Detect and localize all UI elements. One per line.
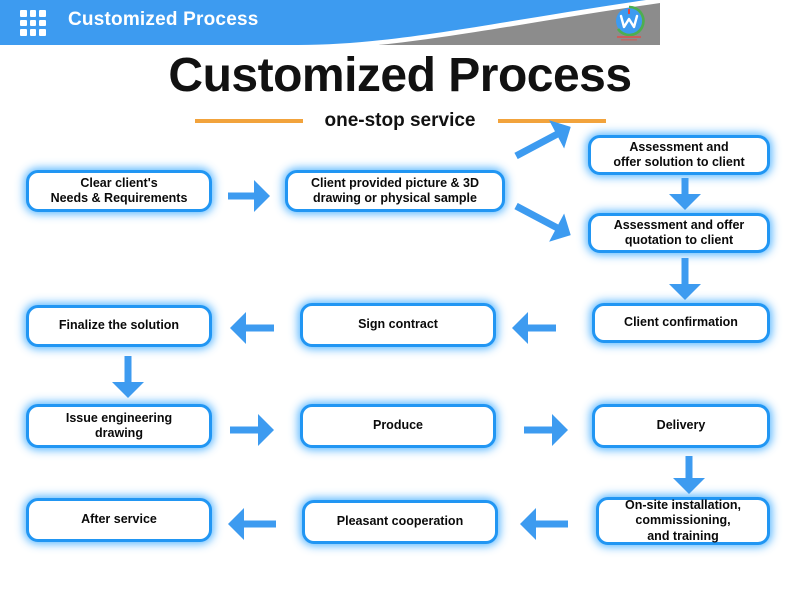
grid-menu-icon[interactable] (20, 10, 46, 36)
flow-node-assessment-quotation[interactable]: Assessment and offer quotation to client (588, 213, 770, 253)
arrow-quotation-to-confirmation (669, 258, 701, 300)
arrow-produce-to-delivery (524, 414, 568, 446)
arrow-drawing-to-produce (230, 414, 274, 446)
arrow-contract-to-finalize (230, 312, 274, 344)
flow-node-issue-drawing[interactable]: Issue engineering drawing (26, 404, 212, 448)
flow-node-assessment-solution[interactable]: Assessment and offer solution to client (588, 135, 770, 175)
arrow-cooperation-to-after (228, 508, 276, 540)
flow-node-produce[interactable]: Produce (300, 404, 496, 448)
flow-node-clear-needs[interactable]: Clear client's Needs & Requirements (26, 170, 212, 212)
app-header-bar: Customized Process (0, 0, 660, 45)
flow-node-finalize-solution[interactable]: Finalize the solution (26, 305, 212, 347)
flow-node-delivery[interactable]: Delivery (592, 404, 770, 448)
grid-cell (39, 19, 46, 27)
grid-cell (29, 10, 37, 17)
subtitle-text: one-stop service (324, 110, 476, 131)
arrow-confirmation-to-contract (512, 312, 556, 344)
subtitle-rule-left (194, 119, 303, 123)
flow-node-after-service[interactable]: After service (26, 498, 212, 542)
arrow-provided-to-quotation (508, 192, 578, 249)
flow-node-pleasant-cooperation[interactable]: Pleasant cooperation (302, 500, 498, 544)
grid-cell (29, 19, 37, 27)
subtitle-rule-right (497, 119, 606, 123)
grid-cell (29, 29, 37, 36)
grid-cell (20, 29, 27, 36)
arrow-delivery-to-onsite (673, 456, 705, 494)
arrow-provided-to-solution (508, 113, 578, 170)
arrow-onsite-to-cooperation (520, 508, 568, 540)
grid-cell (20, 19, 27, 27)
flow-node-client-provided[interactable]: Client provided picture & 3D drawing or … (285, 170, 505, 212)
flow-node-onsite-installation[interactable]: On-site installation, commissioning, and… (596, 497, 770, 545)
grid-cell (39, 29, 46, 36)
subtitle-row: one-stop service (0, 110, 800, 132)
grid-cell (39, 10, 46, 17)
header-title: Customized Process (68, 9, 259, 30)
arrow-finalize-to-drawing (112, 356, 144, 398)
flow-node-sign-contract[interactable]: Sign contract (300, 303, 496, 347)
page-title: Customized Process (168, 49, 632, 102)
arrow-needs-to-provided (228, 180, 270, 212)
company-logo (616, 5, 645, 41)
arrow-solution-to-quotation (669, 178, 701, 210)
grid-cell (20, 10, 27, 17)
header-gray-swoosh (298, 0, 660, 45)
flow-node-client-confirmation[interactable]: Client confirmation (592, 303, 770, 343)
